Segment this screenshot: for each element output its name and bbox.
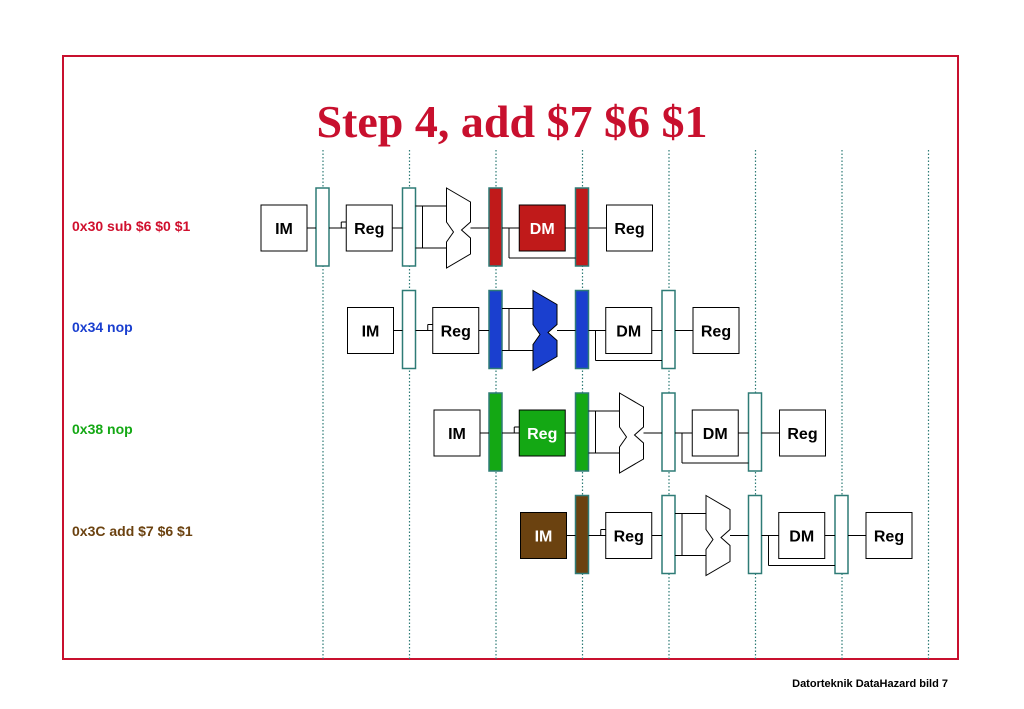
stage-dm: [518, 204, 566, 252]
stage-dm-label: DM: [530, 221, 555, 238]
stage-dm-label: DM: [789, 529, 814, 546]
pipeline-register-4: [661, 289, 676, 370]
stage-reg-read-label: Reg: [527, 426, 557, 443]
pipeline-register-2: [661, 494, 676, 575]
stage-dm-label: DM: [703, 426, 728, 443]
stage-reg-read-label: Reg: [354, 221, 384, 238]
stage-im: [347, 307, 394, 354]
pipeline-register-3: [661, 392, 676, 472]
alu-shape: [619, 392, 644, 474]
pipeline-register-2: [401, 187, 417, 267]
slide-frame: [62, 55, 959, 660]
stage-reg-read: [605, 512, 653, 559]
stage-reg-read-label: Reg: [614, 529, 644, 546]
stage-im: [433, 409, 481, 457]
pipeline-register-2: [574, 392, 590, 472]
stage-reg-write-label: Reg: [874, 529, 904, 546]
pipeline-register-1: [488, 392, 503, 472]
stage-reg-write: [779, 409, 826, 457]
stage-dm: [691, 409, 739, 457]
stage-reg-write: [865, 512, 913, 559]
pipeline-register-4: [834, 494, 849, 575]
pipeline-register-3: [574, 289, 590, 370]
pipeline-register-3: [747, 494, 763, 575]
instruction-label-0x38: 0x38 nop: [72, 421, 133, 437]
stage-reg-read: [345, 204, 393, 252]
stage-dm: [605, 307, 653, 354]
pipeline-register-1: [401, 289, 417, 370]
stage-dm-label: DM: [616, 324, 641, 341]
stage-reg-write-label: Reg: [701, 324, 731, 341]
instruction-label-0x3c: 0x3C add $7 $6 $1: [72, 523, 193, 539]
stage-im: [260, 204, 308, 252]
stage-im-label: IM: [535, 529, 553, 546]
stage-reg-write: [692, 307, 740, 354]
pipeline-register-4: [574, 187, 590, 267]
stage-im-label: IM: [362, 324, 380, 341]
instruction-label-0x30: 0x30 sub $6 $0 $1: [72, 218, 191, 234]
stage-reg-read-label: Reg: [441, 324, 471, 341]
pipeline-register-3: [488, 187, 503, 267]
pipeline-register-2: [488, 289, 503, 370]
stage-im-label: IM: [275, 221, 293, 238]
pipeline-register-1: [574, 494, 590, 575]
stage-reg-write: [606, 204, 653, 252]
pipeline-register-4: [747, 392, 763, 472]
alu-shape: [532, 289, 558, 372]
slide-title: Step 4, add $7 $6 $1: [316, 96, 708, 147]
alu-shape: [705, 494, 731, 577]
stage-reg-write-label: Reg: [787, 426, 817, 443]
stage-reg-write-label: Reg: [614, 221, 644, 238]
alu-shape: [446, 187, 471, 269]
stage-im-label: IM: [448, 426, 466, 443]
pipeline-register-1: [315, 187, 330, 267]
stage-im: [520, 512, 567, 559]
slide-footer: Datorteknik DataHazard bild 7: [792, 678, 948, 690]
instruction-label-0x34: 0x34 nop: [72, 319, 133, 335]
